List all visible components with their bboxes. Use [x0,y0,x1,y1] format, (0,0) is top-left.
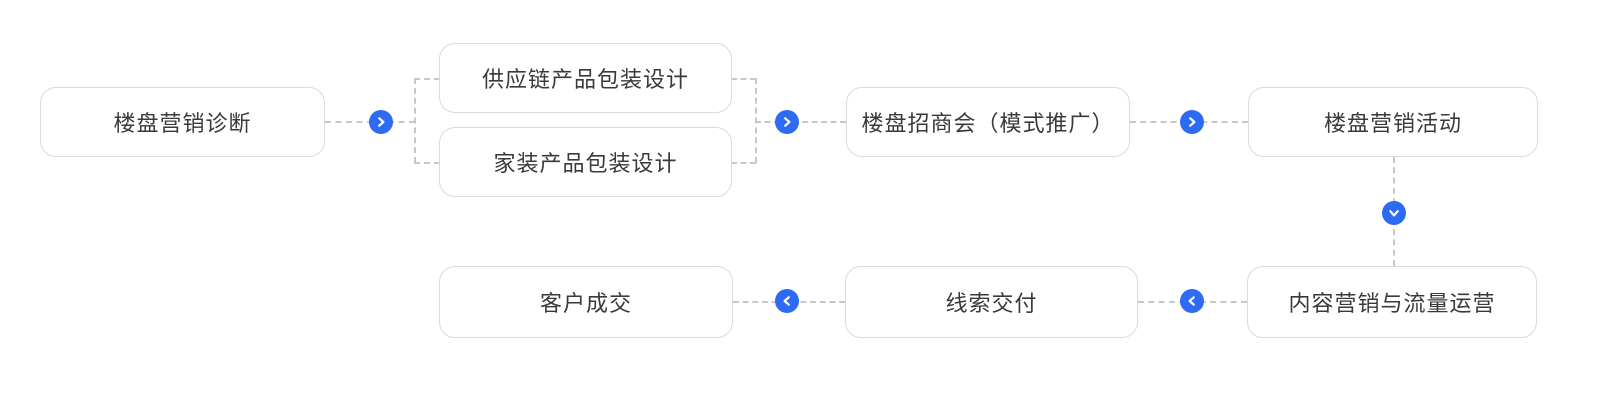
connector-branch-stub-top-left [414,78,440,80]
connector-packaging-to-conference [755,121,846,123]
arrow-right-badge [1180,110,1204,134]
node-label: 楼盘营销诊断 [113,111,252,136]
node-home-furnishing-product-packaging-design: 家装产品包装设计 [439,127,732,197]
node-property-marketing-diagnosis: 楼盘营销诊断 [40,87,325,157]
arrow-left-badge [775,289,799,313]
node-label: 楼盘招商会（模式推广） [861,111,1115,136]
arrow-left-badge [1180,289,1204,313]
arrow-right-badge [369,110,393,134]
node-label: 家装产品包装设计 [493,151,678,176]
chevron-down-icon [1389,210,1399,217]
node-property-marketing-activity: 楼盘营销活动 [1248,87,1538,157]
connector-branch-stub-bottom-right [731,162,756,164]
arrow-right-badge [775,110,799,134]
node-customer-deal: 客户成交 [439,266,733,338]
node-supply-chain-product-packaging-design: 供应链产品包装设计 [439,43,732,113]
connector-branch-right-vertical [755,78,757,163]
connector-branch-stub-top-right [731,78,756,80]
node-label: 内容营销与流量运营 [1288,291,1496,316]
node-property-investment-conference: 楼盘招商会（模式推广） [846,87,1130,157]
chevron-left-icon [783,296,790,306]
node-label: 楼盘营销活动 [1323,111,1462,136]
chevron-right-icon [378,117,385,127]
chevron-right-icon [1189,117,1196,127]
chevron-right-icon [784,117,791,127]
arrow-down-badge [1382,201,1406,225]
node-label: 客户成交 [539,291,632,316]
chevron-left-icon [1188,296,1195,306]
connector-branch-stub-bottom-left [414,162,440,164]
node-lead-delivery: 线索交付 [845,266,1138,338]
connector-branch-left-vertical [414,78,416,163]
node-content-marketing-and-traffic-operation: 内容营销与流量运营 [1247,266,1537,338]
node-label: 供应链产品包装设计 [481,67,689,92]
node-label: 线索交付 [945,291,1038,316]
